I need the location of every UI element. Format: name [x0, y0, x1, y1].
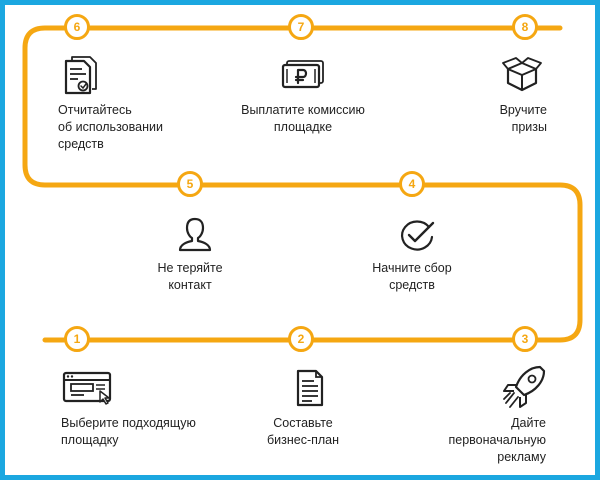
- step-2-number: 2: [288, 326, 314, 352]
- document-icon: [296, 369, 324, 407]
- step-2-label: Составьте бизнес-план: [266, 416, 340, 447]
- person-icon: [178, 217, 212, 252]
- step-4-label: Начните сбор средств: [372, 261, 452, 292]
- report-document-icon: [64, 56, 97, 95]
- step-5-number: 5: [177, 171, 203, 197]
- checkmark-circle-icon: [401, 220, 435, 251]
- ruble-banknotes-icon: [281, 60, 324, 89]
- step-8-number: 8: [512, 14, 538, 40]
- browser-window-icon: [62, 371, 112, 405]
- gift-box-icon: [502, 57, 542, 92]
- step-7-number: 7: [288, 14, 314, 40]
- rocket-icon: [503, 365, 546, 408]
- step-3-number: 3: [512, 326, 538, 352]
- step-3-label: Дайте первоначальную рекламу: [448, 416, 546, 464]
- step-7-label: Выплатите комиссию площадке: [241, 103, 365, 134]
- process-path: [22, 25, 583, 343]
- step-5-label: Не теряйте контакт: [157, 261, 223, 292]
- step-6-label: Отчитайтесь об использовании средств: [58, 103, 163, 151]
- step-1-number: 1: [64, 326, 90, 352]
- step-1-label: Выберите подходящую площадку: [61, 416, 196, 447]
- step-4-number: 4: [399, 171, 425, 197]
- step-8-label: Вручите призы: [499, 103, 547, 134]
- step-6-number: 6: [64, 14, 90, 40]
